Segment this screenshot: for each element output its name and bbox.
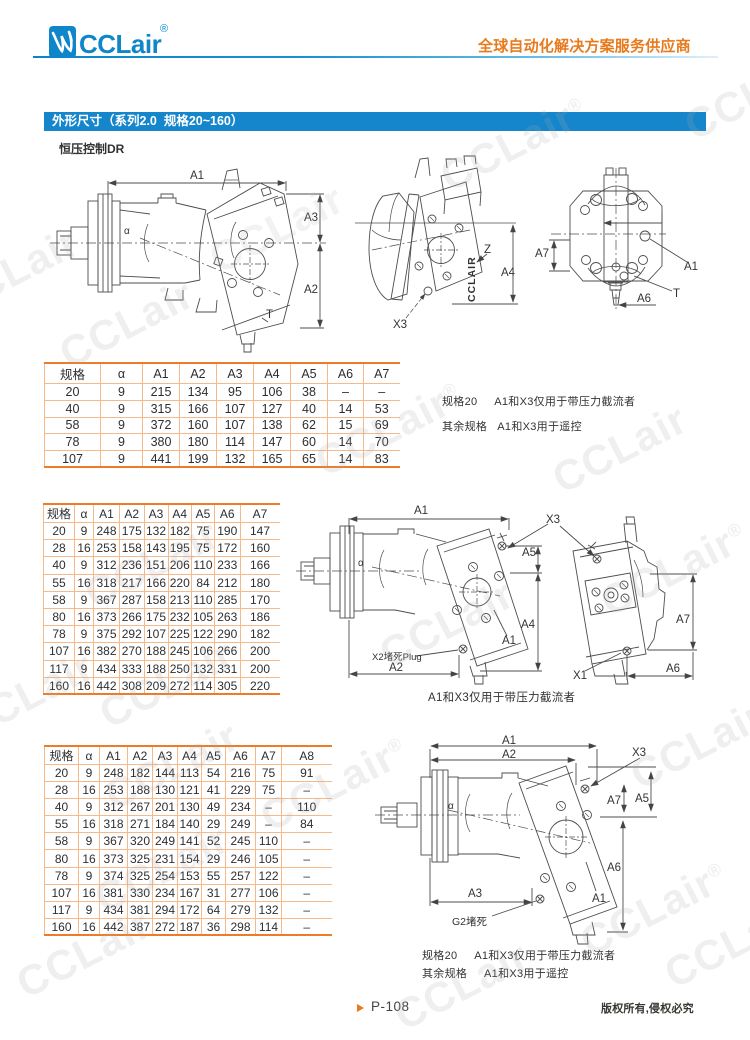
svg-text:A1: A1 [190, 170, 204, 182]
svg-text:A2: A2 [502, 749, 516, 761]
svg-text:A7: A7 [607, 795, 621, 807]
svg-text:A6: A6 [666, 663, 680, 675]
svg-text:α: α [358, 558, 364, 569]
svg-text:A5: A5 [635, 793, 649, 805]
svg-text:A1: A1 [414, 505, 428, 517]
svg-text:α: α [124, 226, 130, 237]
svg-text:X3: X3 [393, 319, 407, 331]
svg-text:A4: A4 [501, 267, 516, 279]
svg-text:A4: A4 [521, 619, 536, 631]
svg-text:A3: A3 [468, 888, 482, 900]
svg-text:A2: A2 [304, 284, 318, 296]
svg-text:A5: A5 [522, 547, 536, 559]
svg-text:A1: A1 [684, 261, 698, 273]
svg-text:A1: A1 [502, 735, 516, 747]
svg-text:A7: A7 [676, 614, 690, 626]
svg-text:X1: X1 [573, 670, 587, 682]
svg-text:A6: A6 [607, 862, 621, 874]
svg-text:T: T [673, 288, 680, 300]
svg-text:X3: X3 [632, 747, 646, 759]
svg-text:A3: A3 [304, 212, 318, 224]
svg-text:CCLAIR: CCLAIR [466, 256, 478, 302]
svg-text:A1: A1 [502, 635, 516, 647]
svg-text:G2堵死: G2堵死 [452, 915, 488, 928]
svg-text:X3: X3 [546, 514, 560, 526]
svg-text:A2: A2 [389, 662, 403, 674]
svg-text:α: α [448, 801, 454, 812]
svg-text:X2堵死Plug: X2堵死Plug [372, 651, 422, 663]
svg-text:Z: Z [484, 244, 491, 256]
svg-text:T: T [266, 309, 273, 321]
svg-text:A1: A1 [592, 893, 606, 905]
svg-text:A7: A7 [535, 248, 549, 260]
svg-text:A6: A6 [637, 293, 651, 305]
